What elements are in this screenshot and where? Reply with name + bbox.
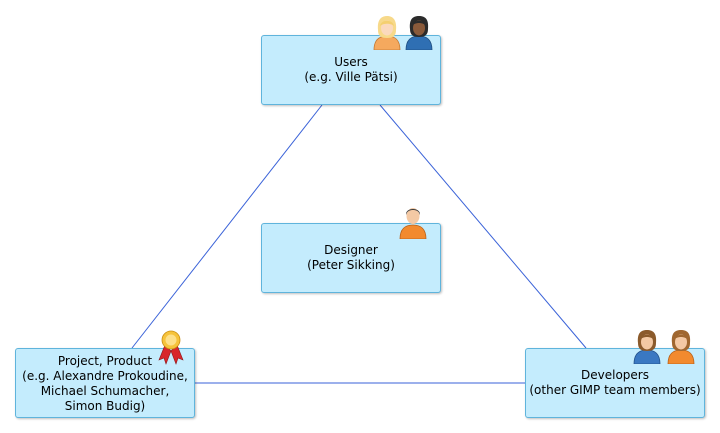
developers-node-label: Developers (other GIMP team members) — [529, 368, 701, 397]
edge-users-developers — [379, 104, 587, 349]
person-blonde-female-icon — [373, 16, 401, 50]
project-product-node-label: Project, Product (e.g. Alexandre Prokoud… — [22, 354, 188, 413]
users-node-label: Users (e.g. Ville Pätsi) — [304, 55, 398, 84]
person-orange-male-icon — [399, 208, 427, 239]
award-ribbon-icon — [158, 330, 184, 365]
person-orange-female-icon — [667, 330, 695, 364]
person-blue-female-icon — [633, 330, 661, 364]
edge-users-project — [131, 104, 323, 349]
project-product-node[interactable]: Project, Product (e.g. Alexandre Prokoud… — [15, 348, 195, 418]
person-dark-skin-female-icon — [405, 16, 433, 50]
designer-node-label: Designer (Peter Sikking) — [307, 243, 395, 272]
